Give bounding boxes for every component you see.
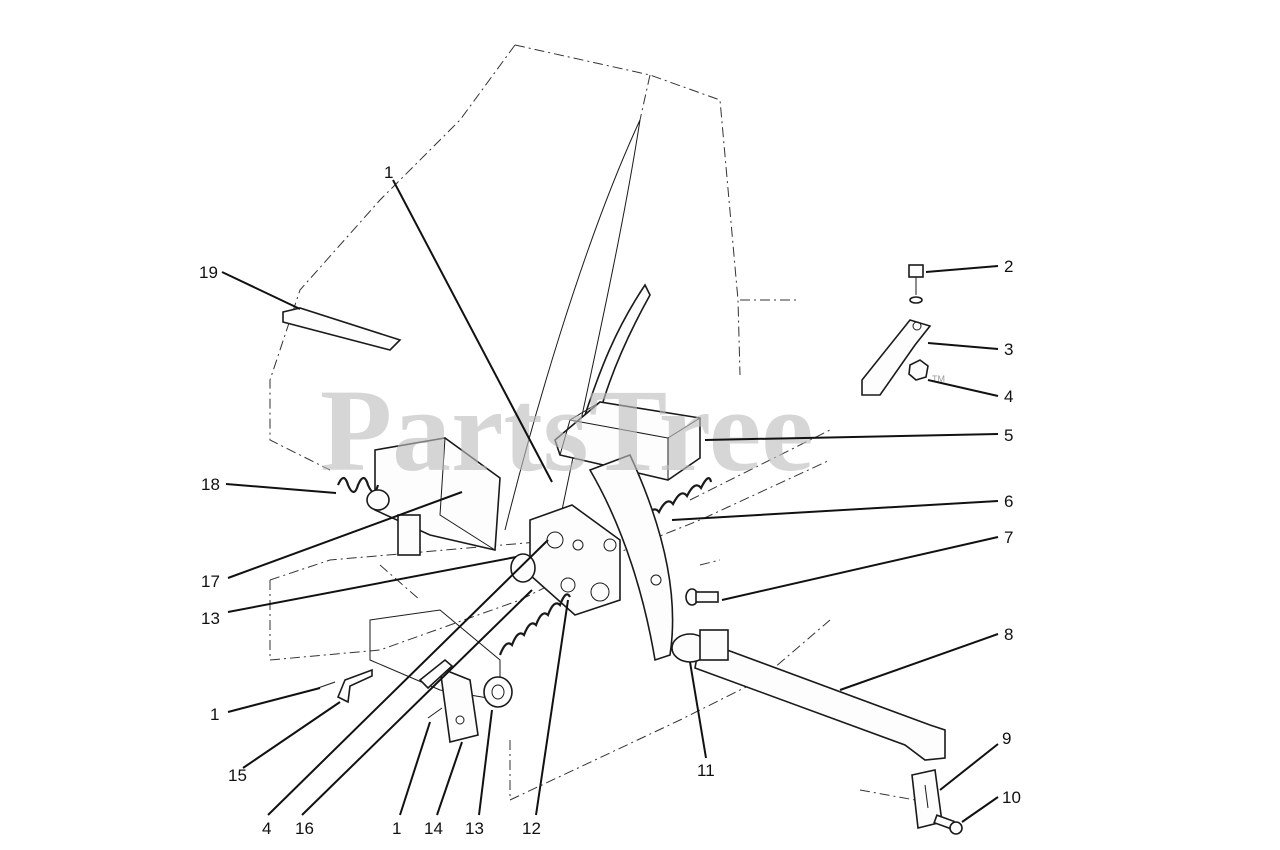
part-2-bolt xyxy=(908,264,924,304)
part-7-bolt xyxy=(685,588,719,606)
callout-14: 14 xyxy=(424,819,443,838)
part-14-link xyxy=(439,666,479,743)
callout-17: 17 xyxy=(201,572,220,591)
part-19-cover-plate xyxy=(282,307,402,351)
callout-12: 12 xyxy=(522,819,541,838)
part-12-side-bracket xyxy=(529,504,621,616)
part-9-plate xyxy=(911,769,943,829)
part-5-pad xyxy=(554,401,701,481)
callout-15: 15 xyxy=(228,766,247,785)
curved-handle xyxy=(504,119,651,531)
callout-18: 18 xyxy=(201,475,220,494)
part-6-spring xyxy=(644,477,713,521)
lower-bushing xyxy=(483,676,513,708)
callout-5: 5 xyxy=(1004,426,1013,445)
watermark: PartsTree TM xyxy=(320,365,945,496)
callout-1-left: 1 xyxy=(210,705,219,724)
part-18-spring xyxy=(336,476,390,511)
part-3-bracket xyxy=(861,319,932,396)
watermark-tm: TM xyxy=(932,374,945,384)
part-17-bracket xyxy=(374,437,501,556)
callout-6: 6 xyxy=(1004,492,1013,511)
callout-3: 3 xyxy=(1004,340,1013,359)
callout-1-bottom: 1 xyxy=(392,819,401,838)
callout-19: 19 xyxy=(199,263,218,282)
pivot-arm xyxy=(588,453,674,662)
callout-labels: 1 2 3 4 5 6 7 8 9 10 11 12 13 13 14 1 16… xyxy=(199,163,1021,838)
callout-4: 4 xyxy=(1004,387,1013,406)
callout-16: 16 xyxy=(295,819,314,838)
part-1-pins xyxy=(317,681,443,719)
callout-7: 7 xyxy=(1004,528,1013,547)
callout-11: 11 xyxy=(697,761,715,780)
leader-lines xyxy=(221,179,999,823)
callout-1: 1 xyxy=(384,163,393,182)
callout-2: 2 xyxy=(1004,257,1013,276)
part-15-rod xyxy=(336,668,373,704)
long-spring xyxy=(498,593,571,656)
lower-base-plate xyxy=(369,609,501,701)
callout-9: 9 xyxy=(1002,729,1011,748)
callout-10: 10 xyxy=(1002,788,1021,807)
part-16-pin xyxy=(418,658,454,690)
part-13-bushing xyxy=(510,553,536,583)
housing-outline xyxy=(269,44,916,801)
callout-4-bottom: 4 xyxy=(262,819,271,838)
part-10-bolt xyxy=(933,814,963,835)
part-8-shaft xyxy=(671,629,946,761)
watermark-text: PartsTree xyxy=(320,365,814,496)
callout-8: 8 xyxy=(1004,625,1013,644)
callout-13-bottom: 13 xyxy=(465,819,484,838)
part-4-nut-top xyxy=(908,359,929,381)
callout-13-left: 13 xyxy=(201,609,220,628)
